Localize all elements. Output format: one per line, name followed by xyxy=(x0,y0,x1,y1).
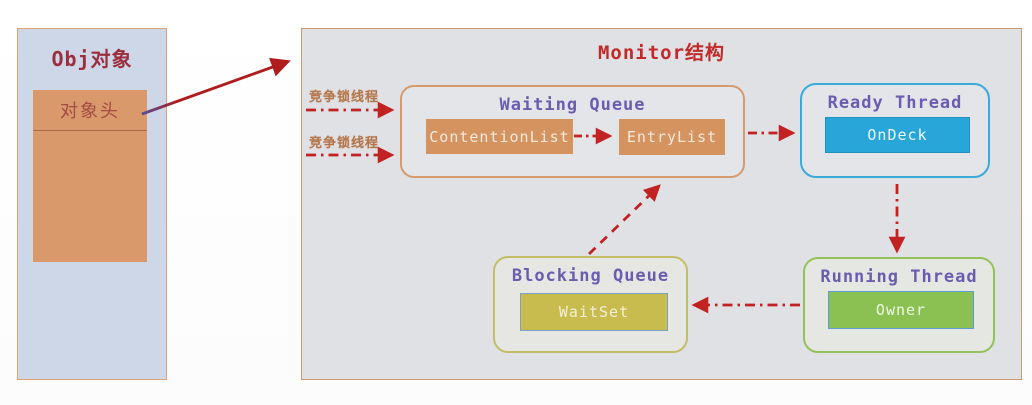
blocking-queue-title: Blocking Queue xyxy=(511,266,670,286)
ondeck-cell: OnDeck xyxy=(825,117,970,153)
waiting-queue-box: Waiting Queue ContentionList EntryList xyxy=(400,85,745,178)
running-thread-title: Running Thread xyxy=(820,267,978,287)
object-body-cell xyxy=(33,131,147,262)
waitset-cell: WaitSet xyxy=(520,293,668,331)
contention-list-cell: ContentionList xyxy=(426,119,573,154)
object-header-cell: 对象头 xyxy=(33,90,147,131)
blocking-queue-box: Blocking Queue WaitSet xyxy=(493,256,688,353)
ready-thread-box: Ready Thread OnDeck xyxy=(800,83,990,178)
ready-thread-title: Ready Thread xyxy=(827,93,963,113)
obj-object-title: Obj对象 xyxy=(51,47,133,71)
entry-list-cell: EntryList xyxy=(619,119,725,155)
waiting-queue-title: Waiting Queue xyxy=(499,95,646,115)
contend-thread-label-1: 竞争锁线程 xyxy=(309,90,380,105)
owner-cell: Owner xyxy=(828,291,974,329)
running-thread-box: Running Thread Owner xyxy=(803,257,995,353)
obj-object-box: Obj对象 对象头 xyxy=(17,28,167,380)
monitor-title: Monitor结构 xyxy=(597,42,726,64)
contend-thread-label-2: 竞争锁线程 xyxy=(309,136,380,151)
